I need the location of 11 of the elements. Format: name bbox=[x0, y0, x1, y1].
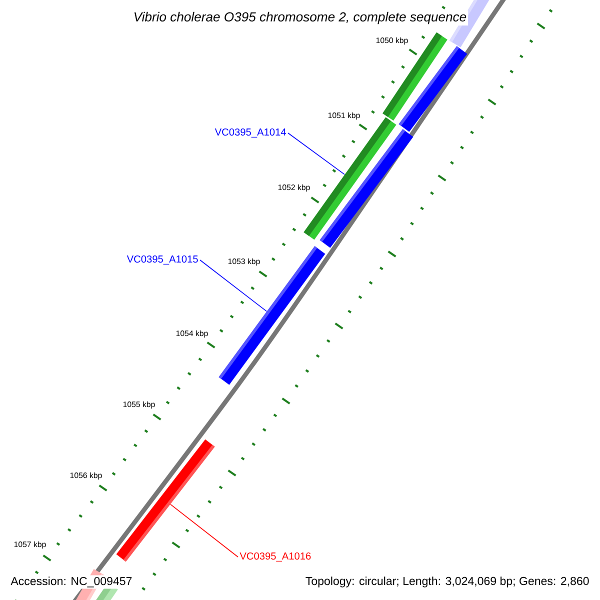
gene-bar bbox=[116, 439, 215, 562]
gene-label: VC0395_A1014 bbox=[214, 128, 286, 138]
gene-bar bbox=[218, 246, 326, 385]
footer-text: Accession: NC_009457 bbox=[9, 575, 134, 589]
title: Vibrio cholerae O395 chromosome 2, complete sequence bbox=[132, 10, 468, 26]
footer-text: Topology: circular; Length: 3,024,069 bp; Genes: 2,860 bbox=[304, 575, 591, 589]
leader-line bbox=[170, 504, 238, 558]
gene-label: VC0395_A1015 bbox=[126, 255, 198, 265]
leader-line bbox=[200, 260, 268, 312]
gene-label: VC0395_A1016 bbox=[240, 552, 311, 562]
leader-line bbox=[288, 132, 345, 175]
